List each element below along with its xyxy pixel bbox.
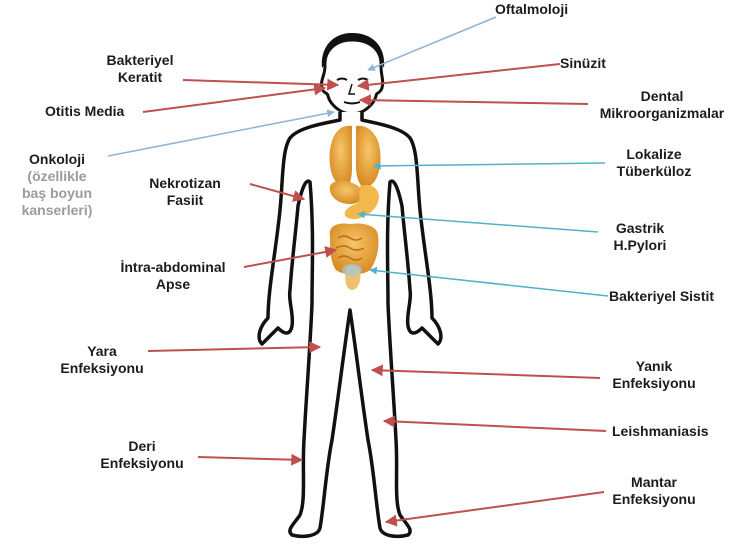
label-line: Yanık — [602, 358, 706, 375]
label-lokalize: Lokalize Tüberküloz — [604, 146, 704, 180]
label-oftalmoloji: Oftalmoloji — [495, 1, 568, 18]
kidney-area — [342, 264, 362, 276]
label-gastrik: Gastrik H.Pylori — [600, 220, 680, 254]
label-note-line: (özellikle — [6, 168, 108, 185]
arrow-bakteriyel-keratit — [183, 80, 338, 85]
arrow-bakteriyel-sistit — [370, 270, 608, 296]
label-line: İntra-abdominal — [100, 259, 246, 276]
label-line: H.Pylori — [600, 237, 680, 254]
label-sinuzit: Sinüzit — [560, 55, 606, 72]
arrow-deri — [198, 457, 302, 460]
label-line: Fasiit — [120, 192, 250, 209]
label-line: Enfeksiyonu — [90, 455, 194, 472]
label-text: Leishmaniasis — [612, 423, 709, 440]
label-otitis-media: Otitis Media — [45, 103, 124, 120]
label-leishmaniasis: Leishmaniasis — [612, 423, 709, 440]
label-line: Yara — [52, 343, 152, 360]
label-note-line: baş boyun — [6, 185, 108, 202]
label-line: Apse — [100, 276, 246, 293]
label-text: Bakteriyel Sistit — [609, 288, 714, 305]
label-line: Nekrotizan — [120, 175, 250, 192]
label-line: Tüberküloz — [604, 163, 704, 180]
label-yara: Yara Enfeksiyonu — [52, 343, 152, 377]
label-mantar: Mantar Enfeksiyonu — [602, 474, 706, 508]
label-line: Onkoloji — [6, 151, 108, 168]
arrow-mantar — [386, 492, 604, 522]
label-line: Enfeksiyonu — [52, 360, 152, 377]
arrow-leishmaniasis — [384, 421, 606, 431]
label-yanik: Yanık Enfeksiyonu — [602, 358, 706, 392]
label-text: Sinüzit — [560, 55, 606, 72]
arrow-oftalmoloji — [368, 17, 496, 70]
label-line: Gastrik — [600, 220, 680, 237]
label-text: Oftalmoloji — [495, 1, 568, 18]
label-line: Deri — [90, 438, 194, 455]
label-line: Enfeksiyonu — [602, 375, 706, 392]
label-line: Enfeksiyonu — [602, 491, 706, 508]
label-line: Bakteriyel — [92, 52, 188, 69]
arrow-yanik — [372, 370, 600, 378]
label-text: Otitis Media — [45, 103, 124, 120]
arrow-dental — [360, 100, 588, 104]
label-note-line: kanserleri) — [6, 202, 108, 219]
label-onkoloji: Onkoloji (özellikle baş boyun kanserleri… — [6, 151, 108, 219]
label-deri: Deri Enfeksiyonu — [90, 438, 194, 472]
label-bakteriyel-sistit: Bakteriyel Sistit — [609, 288, 714, 305]
arrow-gastrik — [358, 214, 598, 232]
arrow-yara — [148, 347, 320, 351]
arrow-otitis-media — [143, 88, 325, 112]
label-nekrotizan: Nekrotizan Fasiit — [120, 175, 250, 209]
label-line: Mantar — [602, 474, 706, 491]
label-intra-abdominal: İntra-abdominal Apse — [100, 259, 246, 293]
label-dental: Dental Mikroorganizmalar — [586, 88, 738, 122]
label-bakteriyel-keratit: Bakteriyel Keratit — [92, 52, 188, 86]
label-line: Keratit — [92, 69, 188, 86]
label-line: Mikroorganizmalar — [586, 105, 738, 122]
label-line: Lokalize — [604, 146, 704, 163]
label-line: Dental — [586, 88, 738, 105]
arrow-sinuzit — [358, 64, 560, 86]
